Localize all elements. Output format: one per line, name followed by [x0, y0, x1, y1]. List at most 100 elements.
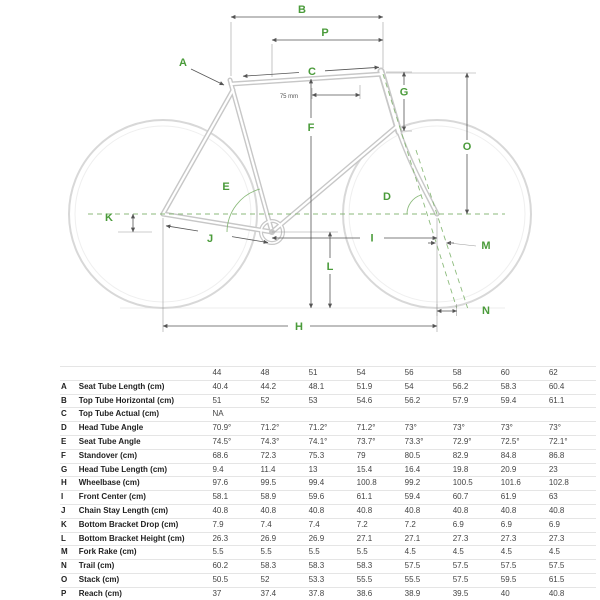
dim-A-arrow	[190, 68, 225, 86]
label-N: N	[482, 305, 490, 317]
label-P: P	[321, 27, 328, 39]
size-header: 62	[547, 366, 596, 381]
label-C: C	[308, 66, 316, 78]
row-value: 73.3°	[403, 435, 452, 450]
row-key: C	[60, 407, 78, 423]
label-M: M	[481, 240, 490, 252]
row-value: 19.8	[451, 463, 500, 478]
geometry-diagram-svg: A B C D E F G H I J K L M N O P 75 mm	[68, 4, 532, 333]
label-75mm: 75 mm	[280, 94, 298, 100]
row-value: 58.3	[307, 559, 356, 574]
row-name: Front Center (cm)	[77, 490, 212, 505]
row-value: 51	[211, 394, 260, 409]
row-value: 37.4	[259, 587, 308, 600]
row-name: Wheelbase (cm)	[77, 476, 212, 492]
row-name: Trail (cm)	[77, 559, 212, 574]
row-value: 57.5	[499, 559, 548, 574]
row-value: 99.2	[403, 476, 452, 492]
row-value: 27.1	[355, 532, 404, 547]
row-value: 100.8	[355, 476, 404, 492]
row-value: 4.5	[403, 545, 452, 561]
row-name: Bottom Bracket Height (cm)	[77, 532, 212, 547]
row-value: 4.5	[499, 545, 548, 561]
label-O: O	[463, 141, 472, 153]
geometry-diagram: A B C D E F G H I J K L M N O P 75 mm	[68, 4, 532, 333]
row-value: 59.5	[499, 573, 548, 588]
row-value: 40.8	[499, 504, 548, 519]
row-value: 59.4	[499, 394, 548, 409]
row-value: 99.4	[307, 476, 356, 492]
row-name: Top Tube Horizontal (cm)	[77, 394, 212, 409]
row-value: 57.5	[451, 573, 500, 588]
row-value: 5.5	[355, 545, 404, 561]
row-value: 57.5	[403, 559, 452, 574]
row-value: 7.4	[259, 518, 308, 533]
row-value: 53.3	[307, 573, 356, 588]
diagram-labels: A B C D E F G H I J K L M N O P 75 mm	[105, 4, 491, 333]
row-value: 50.5	[211, 573, 260, 588]
row-name: Seat Tube Length (cm)	[77, 380, 212, 395]
label-J: J	[207, 233, 213, 245]
row-key: G	[60, 463, 78, 478]
row-value: 57.9	[451, 394, 500, 409]
row-value: 72.9°	[451, 435, 500, 450]
row-value: 38.9	[403, 587, 452, 600]
row-value: 6.9	[499, 518, 548, 533]
row-name: Bottom Bracket Drop (cm)	[77, 518, 212, 533]
row-value: 38.6	[355, 587, 404, 600]
row-value: 100.5	[451, 476, 500, 492]
row-value: 99.5	[259, 476, 308, 492]
row-name: Fork Rake (cm)	[77, 545, 212, 561]
row-value: 7.9	[211, 518, 260, 533]
row-value: 58.9	[259, 490, 308, 505]
row-value	[499, 407, 548, 423]
row-value: 23	[547, 463, 596, 478]
row-name: Standover (cm)	[77, 449, 212, 464]
row-value: 26.3	[211, 532, 260, 547]
row-value: 80.5	[403, 449, 452, 464]
row-value: 56.2	[451, 380, 500, 395]
row-value: 7.2	[403, 518, 452, 533]
row-value: 58.3	[259, 559, 308, 574]
row-value: 20.9	[499, 463, 548, 478]
row-value: 4.5	[451, 545, 500, 561]
row-value: 73°	[547, 421, 596, 436]
size-header: 51	[307, 366, 356, 381]
size-header: 58	[451, 366, 500, 381]
row-value	[307, 407, 356, 423]
label-B: B	[298, 4, 306, 16]
row-value: 57.5	[547, 559, 596, 574]
row-value: 57.5	[451, 559, 500, 574]
row-value: 48.1	[307, 380, 356, 395]
row-value: 54.6	[355, 394, 404, 409]
row-value: 5.5	[211, 545, 260, 561]
row-value: 6.9	[547, 518, 596, 533]
row-value: 72.5°	[499, 435, 548, 450]
dim-J-right	[231, 236, 269, 244]
row-value: 27.3	[547, 532, 596, 547]
extension-lines	[118, 22, 476, 332]
row-value: 13	[307, 463, 356, 478]
row-value: 101.6	[499, 476, 548, 492]
row-value	[355, 407, 404, 423]
row-value: 97.6	[211, 476, 260, 492]
row-key: F	[60, 449, 78, 464]
row-value: 40.8	[259, 504, 308, 519]
row-value: 7.4	[307, 518, 356, 533]
row-value: 61.9	[499, 490, 548, 505]
row-value: 63	[547, 490, 596, 505]
row-value: 40.8	[211, 504, 260, 519]
